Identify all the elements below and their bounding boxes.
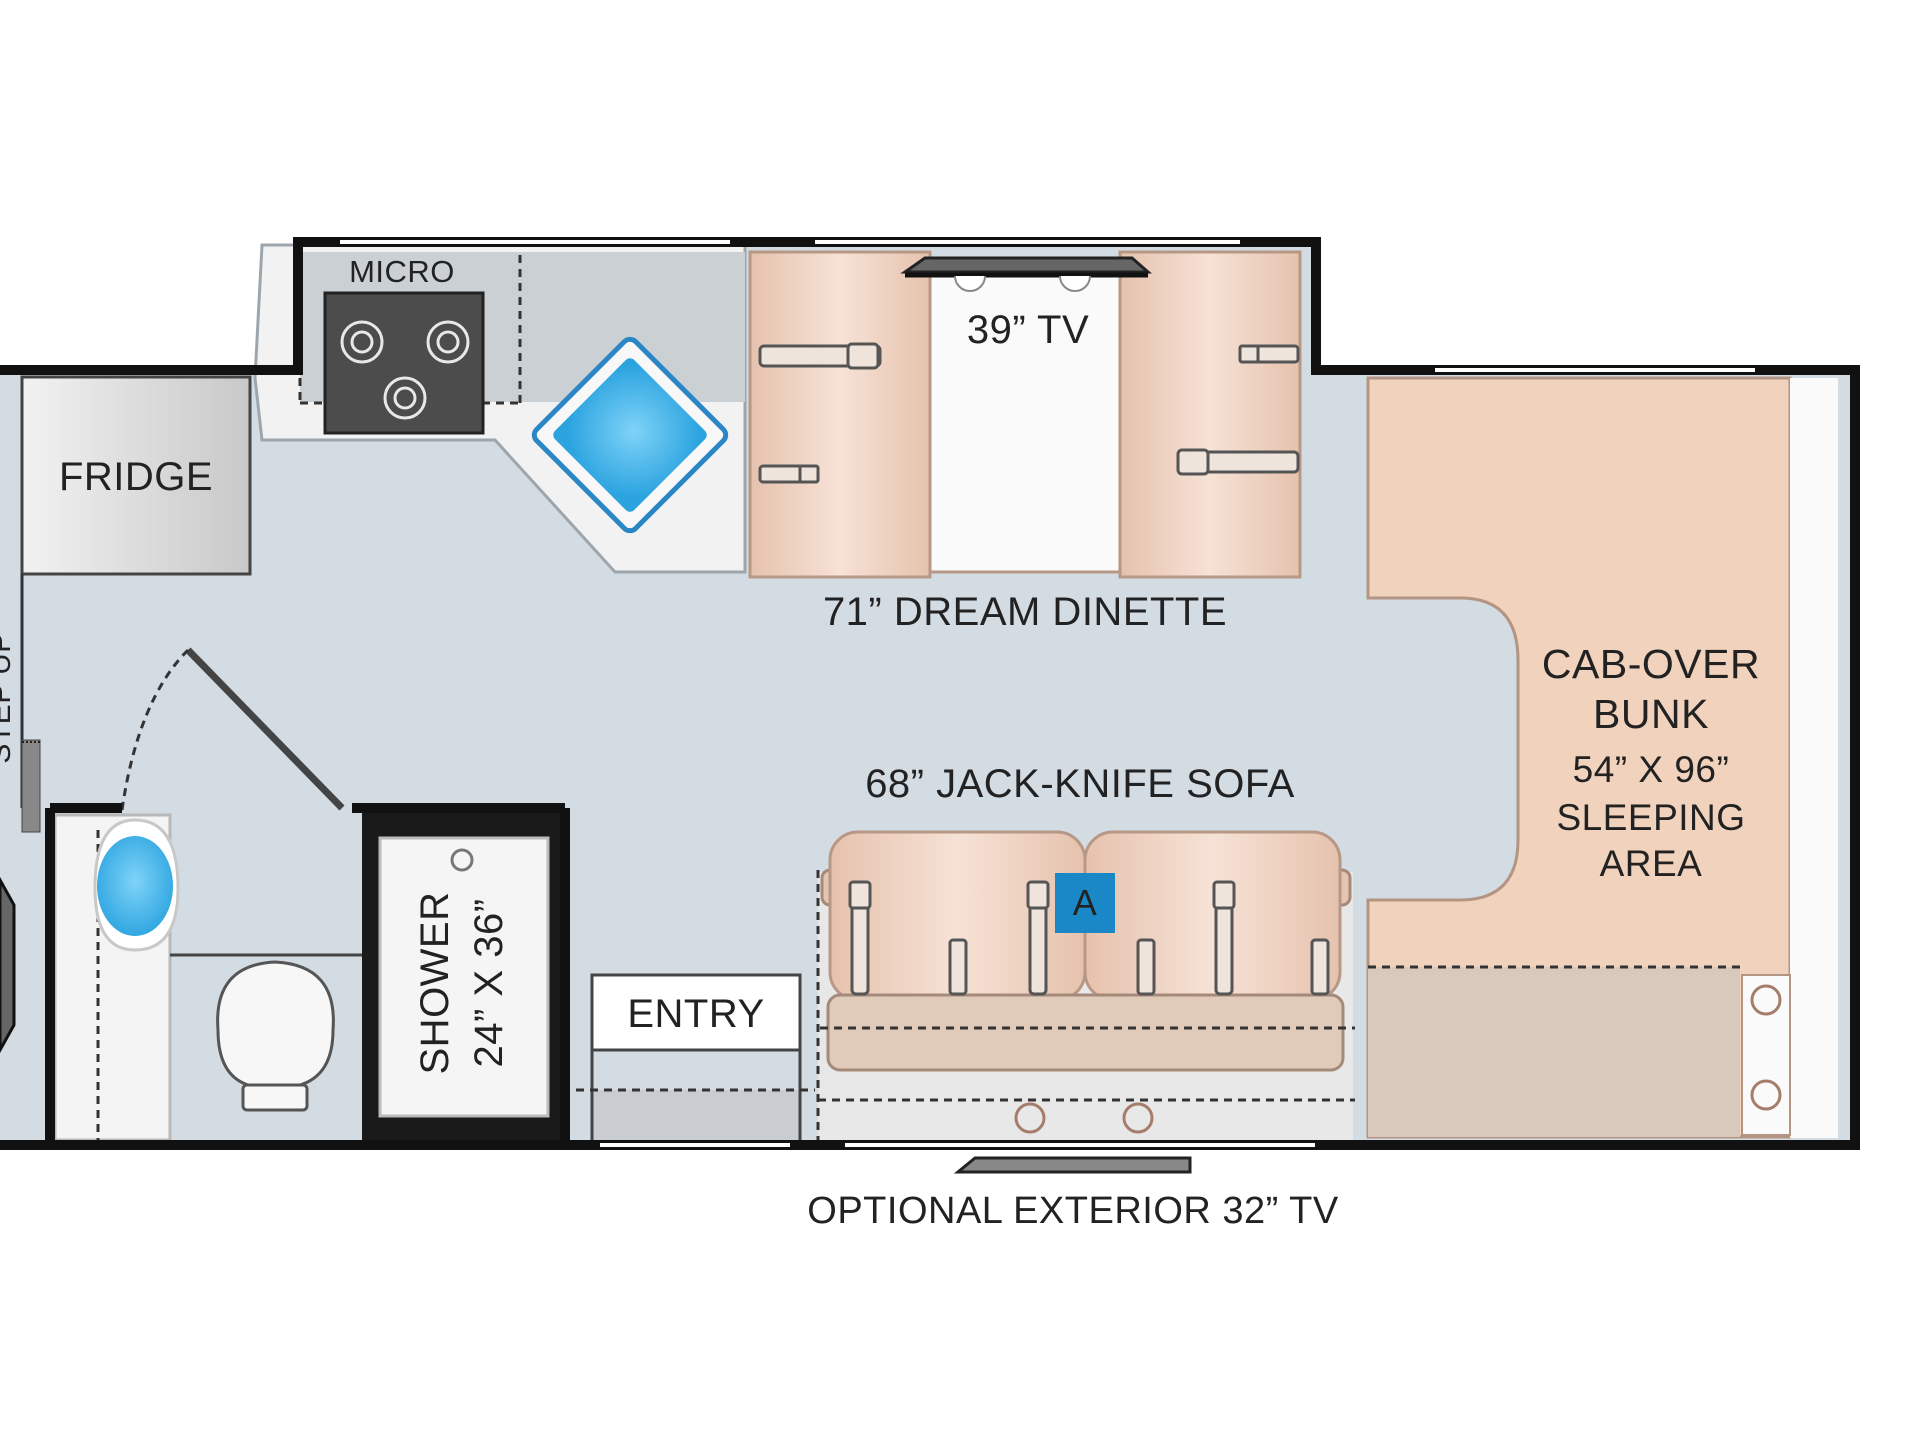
sofa-label: 68” JACK-KNIFE SOFA <box>865 762 1295 806</box>
tv-label: 39” TV <box>967 308 1089 352</box>
dinette-label: 71” DREAM DINETTE <box>823 590 1227 634</box>
bathroom-door[interactable] <box>120 647 345 811</box>
interior-walls <box>45 803 570 1145</box>
step-label: STEP UP <box>0 632 17 763</box>
toilet-icon <box>216 960 335 1112</box>
fridge <box>20 375 252 576</box>
kitchen-sink <box>531 336 729 534</box>
bathroom-sink <box>93 818 180 952</box>
marker-a-label: A <box>1073 882 1098 923</box>
bathroom <box>53 813 365 1142</box>
cab-step-icon <box>0 876 16 1054</box>
micro-label: MICRO <box>349 254 455 289</box>
seatbelt-icon <box>848 880 1330 996</box>
shower <box>362 808 562 1140</box>
cab-over-bunk <box>1366 376 1838 1139</box>
bunk-dimensions: 54” X 96” <box>1573 749 1730 790</box>
shower-label-line1: SHOWER <box>413 892 457 1075</box>
shower-label-line2: 24” X 36” <box>467 898 511 1067</box>
dinette <box>748 250 1302 579</box>
jack-knife-sofa <box>816 830 1355 1140</box>
entry[interactable] <box>562 973 815 1140</box>
burner-icon <box>340 320 470 420</box>
marker-a-badge: A <box>1055 873 1115 933</box>
seatbelt-icon <box>758 342 1300 484</box>
windows <box>340 240 1755 1147</box>
bunk-label-line3: SLEEPING <box>1556 797 1745 838</box>
step-up <box>20 574 41 833</box>
exterior-tv-label: OPTIONAL EXTERIOR 32” TV <box>807 1190 1339 1232</box>
exterior-walls <box>0 237 1860 1150</box>
bunk-label-line2: BUNK <box>1593 691 1709 737</box>
fridge-label: FRIDGE <box>59 455 213 499</box>
exterior-tv-icon <box>953 1156 1192 1174</box>
cooktop <box>323 291 485 435</box>
entry-label: ENTRY <box>627 992 764 1036</box>
bunk-label-line4: AREA <box>1600 843 1703 884</box>
tv-icon <box>900 256 1152 292</box>
bunk-label-line1: CAB-OVER <box>1542 641 1760 687</box>
